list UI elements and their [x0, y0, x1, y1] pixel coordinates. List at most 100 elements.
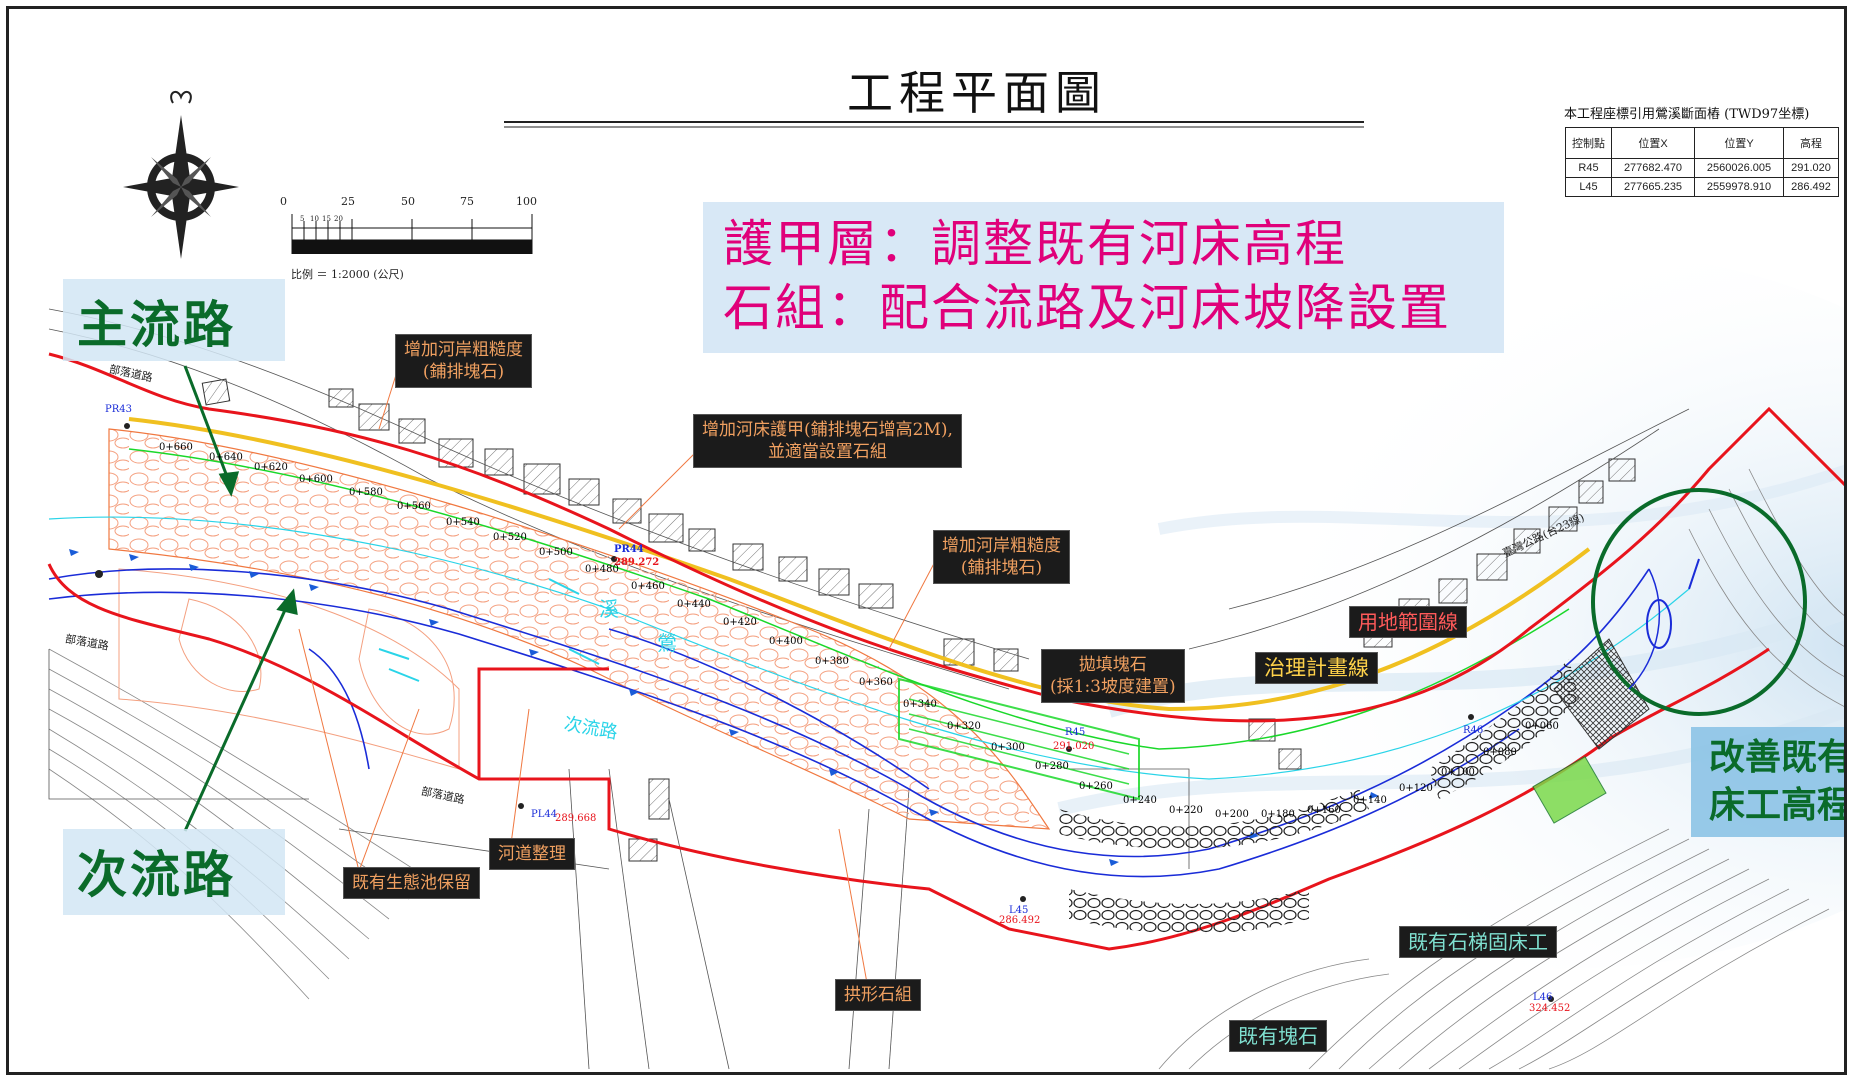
highlight-circle [1591, 488, 1807, 716]
improve-sill-line-1: 改善既有 [1708, 736, 1847, 778]
callout-bank-roughness-1: 增加河岸粗糙度 (鋪排塊石) [395, 334, 532, 388]
callout-leaders [298, 358, 940, 995]
regulation-line [128, 417, 1591, 712]
station-label: 0+460 [631, 581, 665, 592]
scale-minor-10: 10 [310, 215, 319, 223]
station-label: 0+180 [1261, 809, 1295, 820]
survey-label: PR43 [105, 404, 132, 415]
callout-bed-armor: 增加河床護甲(鋪排塊石增高2M), 並適當設置石組 [693, 414, 962, 468]
secondary-flow-label: 次流路 [63, 829, 285, 915]
survey-label: PR44 [614, 544, 644, 555]
station-label: 0+400 [769, 636, 803, 647]
station-label: 0+660 [159, 442, 193, 453]
survey-elevation: 286.492 [999, 915, 1041, 926]
drawing-frame: 工程平面圖 0 25 50 75 100 5 10 15 20 比例 ＝ 1:2… [6, 6, 1847, 1075]
table-row: R45 277682.470 2560026.005 291.020 [1565, 158, 1839, 178]
boulder-row-1 [1059, 789, 1369, 849]
station-label: 0+320 [947, 721, 981, 732]
callout-land-boundary: 用地範圍線 [1349, 606, 1467, 638]
scale-bar [291, 214, 533, 254]
improve-sill-label: 改善既有 床工高程 [1691, 727, 1847, 837]
main-flow-label: 主流路 [63, 279, 285, 361]
existing-sill-hatch [1553, 638, 1650, 750]
callout-ecopond: 既有生態池保留 [343, 867, 480, 899]
station-label: 0+260 [1079, 781, 1113, 792]
scale-tick-0: 0 [280, 195, 287, 208]
station-label: 0+580 [349, 487, 383, 498]
riprap-bands [898, 677, 1607, 824]
station-label: 0+640 [209, 452, 243, 463]
station-label: 0+340 [903, 699, 937, 710]
scale-minor-20: 20 [334, 215, 343, 223]
coord-table: 控制點 位置X 位置Y 高程 R45 277682.470 2560026.00… [1565, 127, 1839, 197]
callout-channel: 河道整理 [489, 838, 575, 870]
station-label: 0+500 [539, 547, 573, 558]
station-label: 0+600 [299, 474, 333, 485]
station-label: 0+420 [723, 617, 757, 628]
cyan-line [48, 516, 1690, 780]
survey-label: R46 [1463, 725, 1484, 736]
station-label: 0+560 [397, 501, 431, 512]
station-label: 0+360 [859, 677, 893, 688]
coord-cell: R45 [1565, 158, 1612, 178]
station-label: 0+220 [1169, 805, 1203, 816]
station-label: 0+380 [815, 656, 849, 667]
scale-tick-75: 75 [460, 195, 474, 208]
boulder-row-3 [1429, 659, 1579, 799]
coord-cell: 286.492 [1783, 177, 1839, 197]
coord-table-caption: 本工程座標引用鶯溪斷面樁 (TWD97坐標) [1564, 107, 1810, 122]
station-label: 0+480 [585, 564, 619, 575]
stone-bed-area [108, 428, 1051, 830]
coord-cell: 277665.235 [1611, 177, 1695, 197]
scale-minor-15: 15 [322, 215, 331, 223]
survey-label: L45 [1009, 905, 1029, 916]
callout-line: 並適當設置石組 [767, 442, 887, 462]
callout-bank-roughness-2: 增加河岸粗糙度 (鋪排塊石) [933, 530, 1070, 584]
station-label: 0+200 [1215, 809, 1249, 820]
coord-header-elev: 高程 [1783, 127, 1839, 159]
station-label: 0+060 [1525, 721, 1559, 732]
survey-elevation: 324.452 [1529, 1003, 1571, 1014]
stream-lines [48, 568, 1650, 878]
centerline [128, 448, 1570, 750]
survey-elevation: 291.020 [1053, 741, 1095, 752]
survey-label: PL44 [531, 809, 558, 820]
buildings [201, 378, 1636, 862]
design-note-box: 護甲層：調整既有河床高程 石組：配合流路及河床坡降設置 [703, 202, 1504, 353]
stream-name-2: 鶯 [657, 631, 677, 655]
coord-cell: L45 [1565, 177, 1612, 197]
callout-arch-stones: 拱形石組 [835, 979, 921, 1011]
survey-points [95, 423, 1554, 1002]
survey-elevation: 289.272 [614, 557, 660, 568]
callout-existing-sill: 既有石梯固床工 [1399, 926, 1557, 958]
callout-line: (採1:3坡度建置) [1050, 677, 1176, 697]
station-label: 0+280 [1035, 761, 1069, 772]
station-label: 0+240 [1123, 795, 1157, 806]
station-label: 0+540 [446, 517, 480, 528]
callout-line: (鋪排塊石) [960, 558, 1043, 578]
coord-cell: 277682.470 [1611, 158, 1695, 178]
page-title: 工程平面圖 [847, 66, 1107, 120]
station-label: 0+160 [1307, 805, 1341, 816]
survey-label: R45 [1065, 727, 1086, 738]
callout-riprap: 拋填塊石 (採1:3坡度建置) [1041, 649, 1185, 703]
scale-minor-5: 5 [300, 215, 305, 223]
survey-label: L46 [1533, 992, 1553, 1003]
callout-line: 增加河岸粗糙度 [942, 536, 1061, 556]
scale-caption: 比例 ＝ 1:2000 (公尺) [291, 268, 404, 281]
note-stone-groups: 石組：配合流路及河床坡降設置 [723, 279, 1451, 337]
station-label: 0+080 [1483, 747, 1517, 758]
coord-header-point: 控制點 [1565, 127, 1612, 159]
station-label: 0+440 [677, 599, 711, 610]
callout-line: 增加河床護甲(鋪排塊石增高2M), [702, 420, 953, 440]
station-label: 0+100 [1441, 767, 1475, 778]
improve-sill-line-2: 床工高程 [1708, 784, 1847, 826]
pointer-arrows [183, 365, 298, 832]
scale-tick-25: 25 [341, 195, 355, 208]
callout-regulation-line: 治理計畫線 [1255, 652, 1378, 684]
coord-cell: 291.020 [1783, 158, 1839, 178]
coord-header-y: 位置Y [1694, 127, 1784, 159]
flow-arrows-cyan [378, 578, 600, 682]
callout-existing-boulders: 既有塊石 [1229, 1020, 1327, 1052]
coord-cell: 2559978.910 [1694, 177, 1784, 197]
